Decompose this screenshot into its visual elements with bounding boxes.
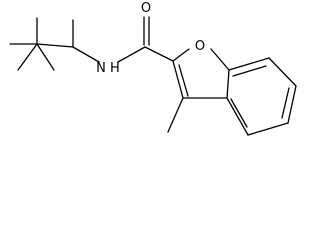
bond-carbonyl-c-to-c2 [144, 46, 174, 62]
bond-benzene-inner-2 [281, 87, 290, 119]
bond-c7a-to-c7 [228, 57, 270, 71]
bond-c2-c3-single [172, 60, 184, 99]
bond-c2-to-o-ring [172, 48, 190, 62]
bond-benzene-inner-1 [232, 65, 267, 77]
bond-c5-to-c4 [247, 122, 289, 136]
bond-c7-to-c6 [268, 57, 297, 87]
atom-label-carbonyl-oxygen: O [141, 1, 151, 16]
bond-tbu-methyl-bottom [17, 43, 38, 71]
bond-benzene-inner-3 [230, 98, 248, 128]
atom-label-amide-hydrogen: H [110, 61, 120, 76]
bond-c6-to-c5 [287, 85, 297, 124]
bond-c3-methyl [167, 97, 184, 133]
atom-label-ring-oxygen: O [195, 39, 205, 54]
bond-quaternary-to-ch [36, 43, 74, 48]
bond-o-ring-to-c7a [210, 48, 230, 71]
bond-c4-to-c3a [226, 97, 249, 136]
chemical-structure-diagram: O N H O [9, 1, 297, 136]
bond-c2-c3-double [178, 64, 189, 97]
bond-ch-to-n [72, 46, 100, 63]
bond-tbu-methyl-bottom-right [36, 43, 55, 71]
bond-c3a-to-c7a [226, 69, 230, 99]
bond-n-to-carbonyl-c [117, 46, 146, 63]
atom-label-amide-nitrogen: N H [96, 61, 120, 76]
